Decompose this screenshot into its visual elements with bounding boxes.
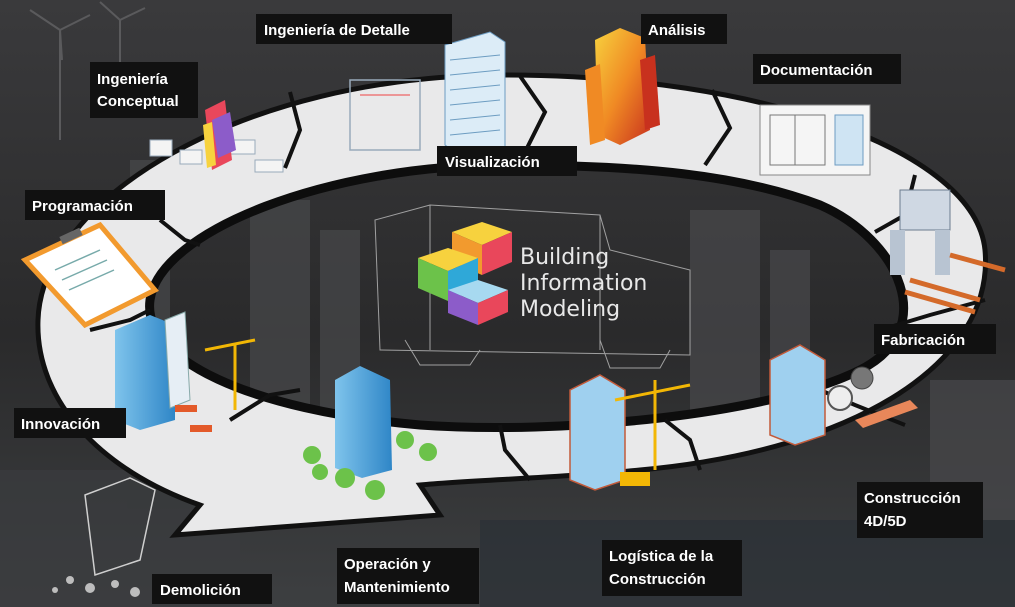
stage-label-text: Operación y: [344, 556, 431, 573]
stage-label-construccion: Construcción 4D/5D: [857, 482, 983, 538]
documentation-illustration: [759, 104, 871, 176]
bim-title-line1: Building: [520, 245, 609, 270]
programming-checklist-illustration: [20, 221, 159, 329]
stage-label-text: Ingeniería: [97, 71, 169, 88]
construction-4d5d-illustration: [769, 344, 918, 446]
stage-label-text: Visualización: [445, 154, 540, 171]
logistics-construction-illustration: [569, 374, 691, 491]
bim-cube-logo: [418, 222, 512, 325]
stage-label-text: Ingeniería de Detalle: [264, 22, 410, 39]
stage-label-text: Construcción: [609, 571, 706, 588]
stage-label-logistica: Logística de la Construcción: [602, 540, 742, 596]
fabrication-illustration: [890, 189, 1006, 315]
stage-label-text: Innovación: [21, 416, 100, 433]
stage-label-text: Demolición: [160, 582, 241, 599]
stage-label-ingenieria-conceptual: Ingeniería Conceptual: [90, 62, 198, 118]
innovation-building-illustration: [115, 311, 256, 432]
stage-label-fabricacion: Fabricación: [874, 324, 996, 354]
stage-label-text: Fabricación: [881, 332, 965, 349]
dollar-icon: [850, 366, 874, 390]
stage-label-text: Análisis: [648, 22, 706, 39]
stage-label-text: 4D/5D: [864, 513, 907, 530]
stage-label-text: Mantenimiento: [344, 579, 450, 596]
stage-label-innovacion: Innovación: [14, 408, 126, 438]
conceptual-model-illustration: [149, 100, 284, 173]
stage-label-documentacion: Documentación: [753, 54, 901, 84]
clock-icon: [827, 385, 853, 411]
stage-label-demolicion: Demolición: [152, 574, 272, 604]
stage-label-text: Conceptual: [97, 93, 179, 110]
stage-label-programacion: Programación: [25, 190, 165, 220]
analysis-illustration: [585, 28, 660, 145]
stage-label-analisis: Análisis: [641, 14, 727, 44]
bim-title-line3: Modeling: [520, 297, 620, 322]
stage-label-text: Logística de la: [609, 548, 714, 565]
stage-label-text: Documentación: [760, 62, 873, 79]
stage-label-text: Programación: [32, 198, 133, 215]
stage-label-operacion: Operación y Mantenimiento: [337, 548, 479, 604]
stage-label-visualizacion: Visualización: [437, 146, 577, 176]
stage-label-text: Construcción: [864, 490, 961, 507]
bim-title-line2: Information: [520, 271, 647, 296]
wind-turbines: [29, 1, 146, 140]
stage-label-ingenieria-detalle: Ingeniería de Detalle: [256, 14, 452, 44]
bim-center: Building Information Modeling: [374, 204, 691, 369]
operation-building-illustration: [303, 366, 437, 500]
